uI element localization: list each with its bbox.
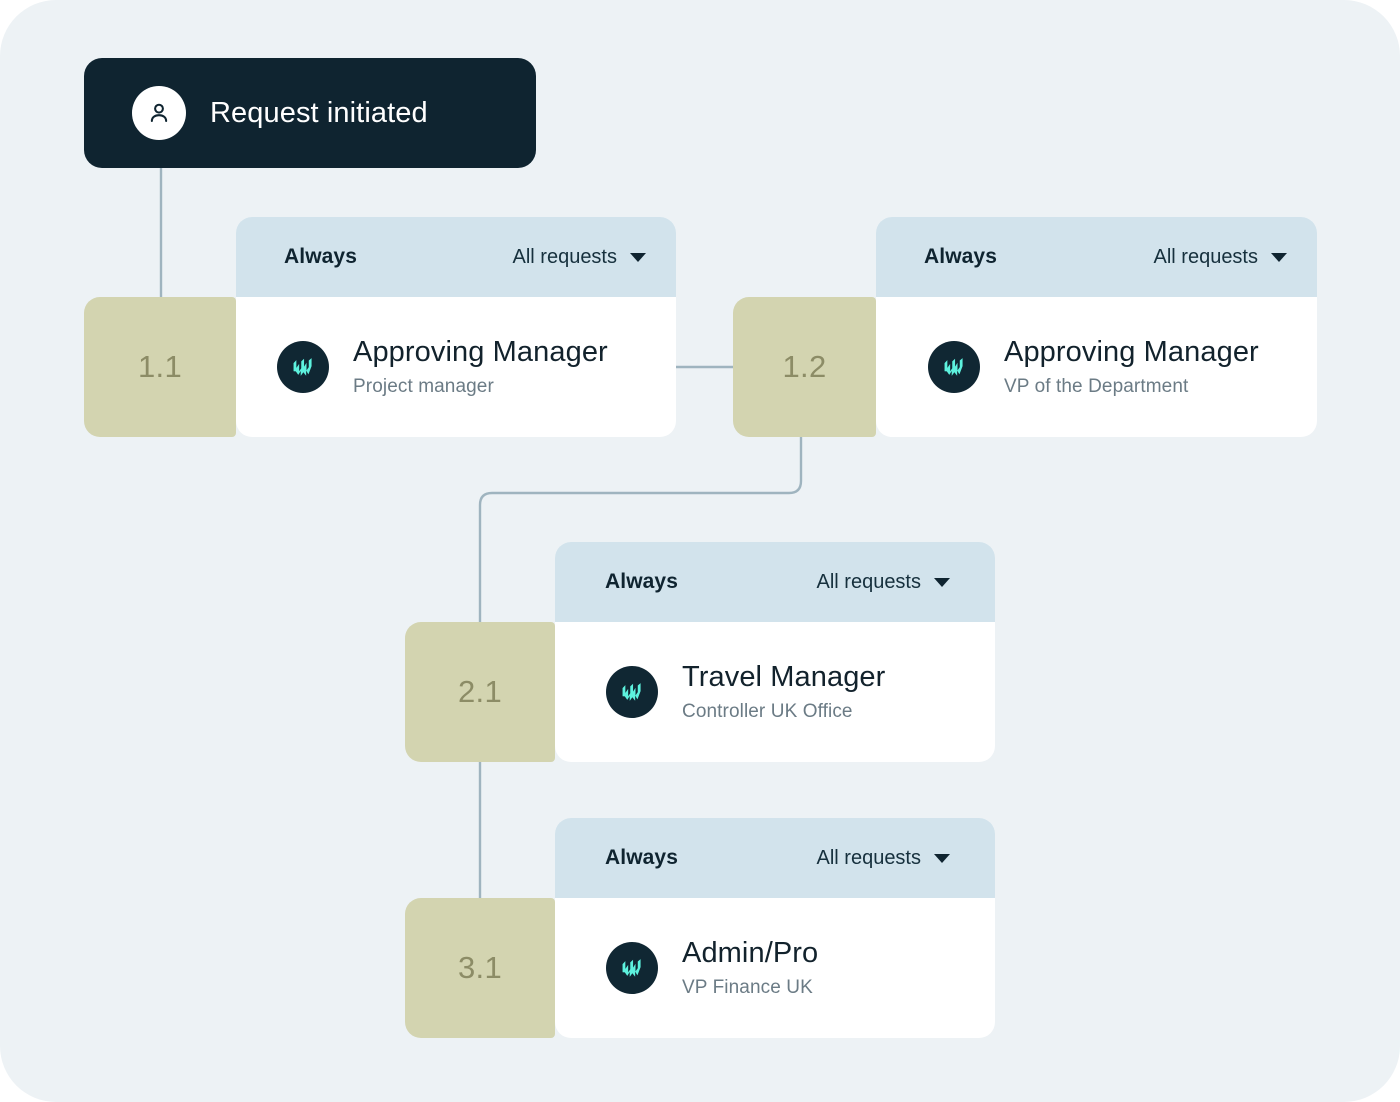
condition-label: Always	[284, 245, 357, 268]
scope-value: All requests	[816, 570, 922, 593]
scope-value: All requests	[1153, 245, 1259, 268]
role-info: Travel Manager Controller UK Office	[682, 661, 885, 722]
step-badge-3-1: 3.1	[405, 898, 555, 1038]
chevron-down-icon	[934, 853, 950, 863]
step-card-1-1[interactable]: Always All requests Approving Manager	[236, 217, 676, 437]
role-info: Approving Manager VP of the Department	[1004, 336, 1259, 397]
role-subtitle: Controller UK Office	[682, 700, 853, 722]
step-badge-label: 3.1	[458, 950, 502, 985]
scope-dropdown[interactable]: All requests	[512, 245, 646, 269]
step-badge-label: 2.1	[458, 674, 502, 709]
condition-label: Always	[605, 570, 678, 593]
step-badge-2-1: 2.1	[405, 622, 555, 762]
step-card-header: Always All requests	[555, 818, 995, 898]
chevron-down-icon	[630, 252, 646, 262]
scope-dropdown[interactable]: All requests	[1153, 245, 1287, 269]
step-badge-1-1: 1.1	[84, 297, 236, 437]
scope-value: All requests	[512, 245, 618, 268]
step-card-1-2[interactable]: Always All requests Approving Manager	[876, 217, 1317, 437]
step-badge-label: 1.1	[138, 349, 182, 384]
step-badge-label: 1.2	[782, 349, 827, 384]
role-subtitle: VP of the Department	[1004, 375, 1189, 397]
scope-dropdown[interactable]: All requests	[816, 570, 950, 594]
condition-label: Always	[924, 245, 997, 268]
step-card-body: Approving Manager VP of the Department	[876, 297, 1317, 437]
brand-mark-icon	[606, 666, 658, 718]
scope-dropdown[interactable]: All requests	[816, 846, 950, 870]
role-info: Approving Manager Project manager	[353, 336, 608, 397]
brand-mark-icon	[277, 341, 329, 393]
person-icon	[132, 86, 186, 140]
step-card-header: Always All requests	[555, 542, 995, 622]
role-info: Admin/Pro VP Finance UK	[682, 937, 818, 998]
start-node[interactable]: Request initiated	[84, 58, 536, 168]
step-card-body: Admin/Pro VP Finance UK	[555, 898, 995, 1038]
brand-mark-icon	[606, 942, 658, 994]
chevron-down-icon	[934, 577, 950, 587]
step-card-header: Always All requests	[876, 217, 1317, 297]
start-node-label: Request initiated	[210, 96, 428, 129]
role-subtitle: VP Finance UK	[682, 976, 813, 998]
condition-label: Always	[605, 846, 678, 869]
brand-mark-icon	[928, 341, 980, 393]
step-card-2-1[interactable]: Always All requests Travel Manager Co	[555, 542, 995, 762]
step-badge-1-2: 1.2	[733, 297, 876, 437]
chevron-down-icon	[1271, 252, 1287, 262]
role-subtitle: Project manager	[353, 375, 494, 397]
step-card-3-1[interactable]: Always All requests Admin/Pro VP Fina	[555, 818, 995, 1038]
step-card-header: Always All requests	[236, 217, 676, 297]
role-title: Travel Manager	[682, 661, 886, 694]
role-title: Approving Manager	[1004, 336, 1259, 369]
scope-value: All requests	[816, 846, 922, 869]
step-card-body: Travel Manager Controller UK Office	[555, 622, 995, 762]
role-title: Admin/Pro	[682, 937, 819, 970]
step-card-body: Approving Manager Project manager	[236, 297, 676, 437]
role-title: Approving Manager	[353, 336, 608, 369]
